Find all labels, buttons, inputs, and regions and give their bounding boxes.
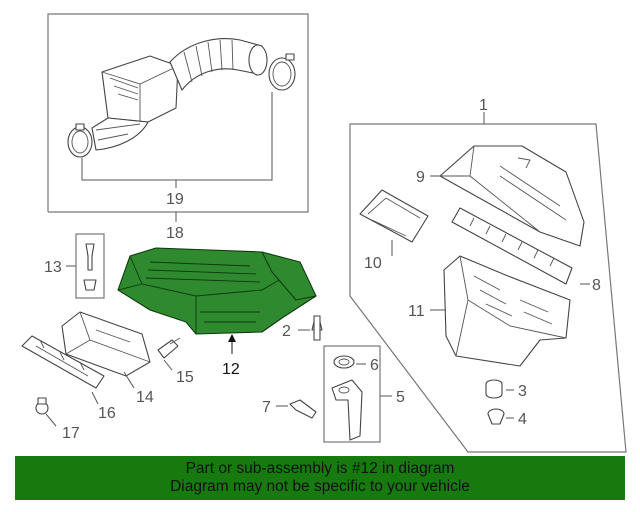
callout-14: 14 bbox=[136, 389, 154, 406]
callout-9: 9 bbox=[416, 169, 425, 186]
callout-6: 6 bbox=[370, 357, 379, 374]
callout-5: 5 bbox=[396, 389, 405, 406]
mount-box-frame bbox=[323, 345, 381, 443]
highlighted-part-12: 12 bbox=[117, 247, 317, 378]
callout-1: 1 bbox=[479, 97, 488, 114]
callout-10: 10 bbox=[364, 255, 382, 272]
banner-line-2: Diagram may not be specific to your vehi… bbox=[170, 478, 470, 495]
callout-13: 13 bbox=[44, 259, 62, 276]
callout-12: 12 bbox=[222, 361, 240, 378]
callout-3: 3 bbox=[518, 383, 527, 400]
small-parts-group: 13 14 15 16 17 bbox=[21, 233, 194, 442]
air-cleaner-frame bbox=[349, 123, 627, 453]
mount-bracket-part bbox=[331, 379, 363, 441]
cover-plate-part bbox=[359, 189, 429, 243]
callout-18: 18 bbox=[166, 225, 184, 242]
lower-housing-part bbox=[443, 255, 571, 367]
upper-cover-part bbox=[439, 145, 585, 247]
callout-7: 7 bbox=[262, 399, 271, 416]
center-parts-group: 2 5 6 7 bbox=[262, 315, 405, 443]
bolt-15-part bbox=[157, 339, 179, 359]
filter-element-part bbox=[451, 207, 573, 285]
intake-duct-group: 19 18 bbox=[47, 13, 309, 242]
callout-19: 19 bbox=[166, 191, 184, 208]
grommet-6-part bbox=[333, 355, 355, 369]
air-cleaner-group: 1 9 10 8 11 3 4 bbox=[349, 97, 627, 453]
callout-4: 4 bbox=[518, 411, 527, 428]
part-info-banner: Part or sub-assembly is #12 in diagram D… bbox=[15, 456, 625, 500]
insulator-part bbox=[487, 408, 505, 425]
banner-line-1: Part or sub-assembly is #12 in diagram bbox=[185, 460, 455, 477]
lower-duct-part bbox=[91, 117, 149, 151]
callout-11: 11 bbox=[408, 303, 425, 320]
callout-2: 2 bbox=[282, 323, 291, 340]
intake-hose-part bbox=[169, 38, 263, 91]
intake-duct-frame bbox=[47, 13, 309, 213]
air-cleaner-body-part bbox=[117, 247, 317, 335]
callout-17: 17 bbox=[62, 425, 80, 442]
callout-15: 15 bbox=[176, 369, 194, 386]
callout-16: 16 bbox=[98, 405, 116, 422]
bolt-7-part bbox=[289, 399, 317, 419]
clip-part bbox=[85, 243, 95, 271]
callout-8: 8 bbox=[592, 277, 601, 294]
